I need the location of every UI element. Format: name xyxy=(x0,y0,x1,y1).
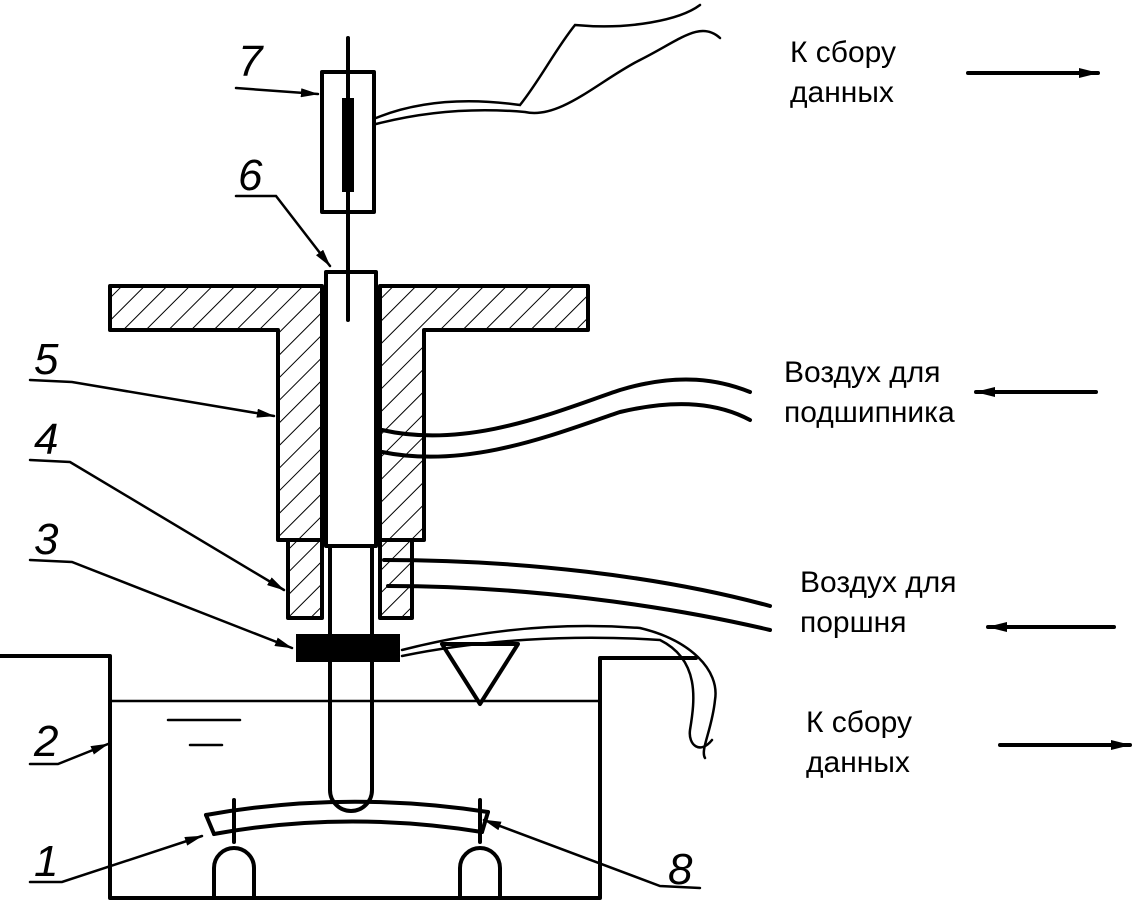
support-left xyxy=(212,846,256,900)
piston-rod xyxy=(328,544,374,813)
label-8: 8 xyxy=(668,845,693,894)
bearing-housing-left xyxy=(108,284,324,542)
label-2: 2 xyxy=(33,717,58,766)
leader-1 xyxy=(28,834,204,884)
specimen-beam xyxy=(204,799,490,836)
support-right xyxy=(458,846,502,900)
note-data-top-line2: данных xyxy=(790,76,894,109)
air-hose-piston xyxy=(382,558,772,632)
specimen-end-left xyxy=(204,813,216,836)
sensor-core xyxy=(342,98,354,192)
clamp-bar xyxy=(296,634,400,662)
note-air-piston-line2: поршня xyxy=(800,606,907,639)
air-hose-bearing xyxy=(380,377,752,459)
note-air-bearing-line2: подшипника xyxy=(784,396,955,429)
sensor-body xyxy=(320,70,376,214)
note-data-top-line1: К сбору xyxy=(790,36,896,69)
label-1: 1 xyxy=(34,837,58,886)
label-6: 6 xyxy=(238,151,263,200)
leader-8 xyxy=(482,818,702,890)
label-5: 5 xyxy=(34,335,59,384)
wire-bottom xyxy=(400,624,717,760)
leader-4 xyxy=(28,458,286,592)
piston-guide-left xyxy=(286,538,324,620)
leader-6 xyxy=(234,194,332,268)
leader-7 xyxy=(234,86,320,98)
shaft xyxy=(324,270,378,548)
note-data-bottom-line2: данных xyxy=(806,746,910,779)
label-7: 7 xyxy=(238,37,264,86)
leader-3 xyxy=(28,558,294,650)
label-4: 4 xyxy=(34,415,58,464)
piston-guide-right xyxy=(378,538,414,620)
label-3: 3 xyxy=(34,515,59,564)
wire-top xyxy=(374,3,722,126)
note-air-piston-line1: Воздух для xyxy=(800,566,957,599)
note-data-bottom-line1: К сбору xyxy=(806,706,912,739)
leader-5 xyxy=(28,378,276,418)
triangle-indicator xyxy=(440,642,520,706)
note-air-bearing-line1: Воздух для xyxy=(784,356,941,389)
leader-2 xyxy=(28,742,110,766)
tank xyxy=(0,654,698,900)
